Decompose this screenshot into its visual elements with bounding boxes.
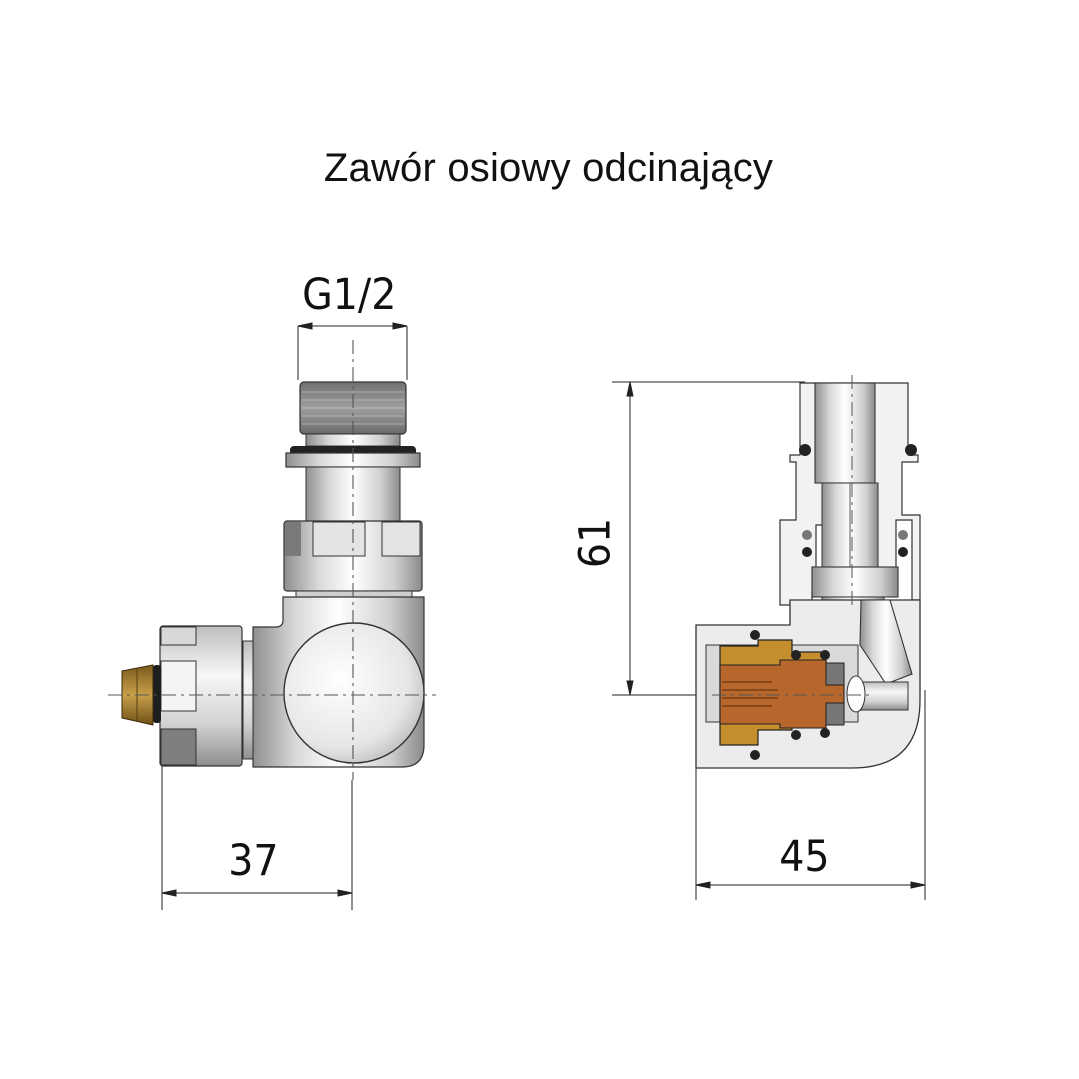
- thread-size-label: G1/2: [302, 270, 397, 320]
- drawing-title: Zawór osiowy odcinający: [323, 146, 774, 190]
- width-45-dimension-line: [695, 690, 926, 900]
- o-ring-seal: [153, 665, 161, 723]
- side-width-label: 37: [228, 836, 279, 886]
- section-height-label: 61: [570, 517, 621, 569]
- external-view: [108, 322, 436, 910]
- cross-section-view: [612, 375, 926, 900]
- thread-dimension-line: [297, 322, 408, 380]
- section-width-label: 45: [779, 832, 830, 882]
- valve-cap: [283, 622, 425, 764]
- width-37-dimension-line: [161, 766, 353, 910]
- copper-spindle: [719, 659, 845, 729]
